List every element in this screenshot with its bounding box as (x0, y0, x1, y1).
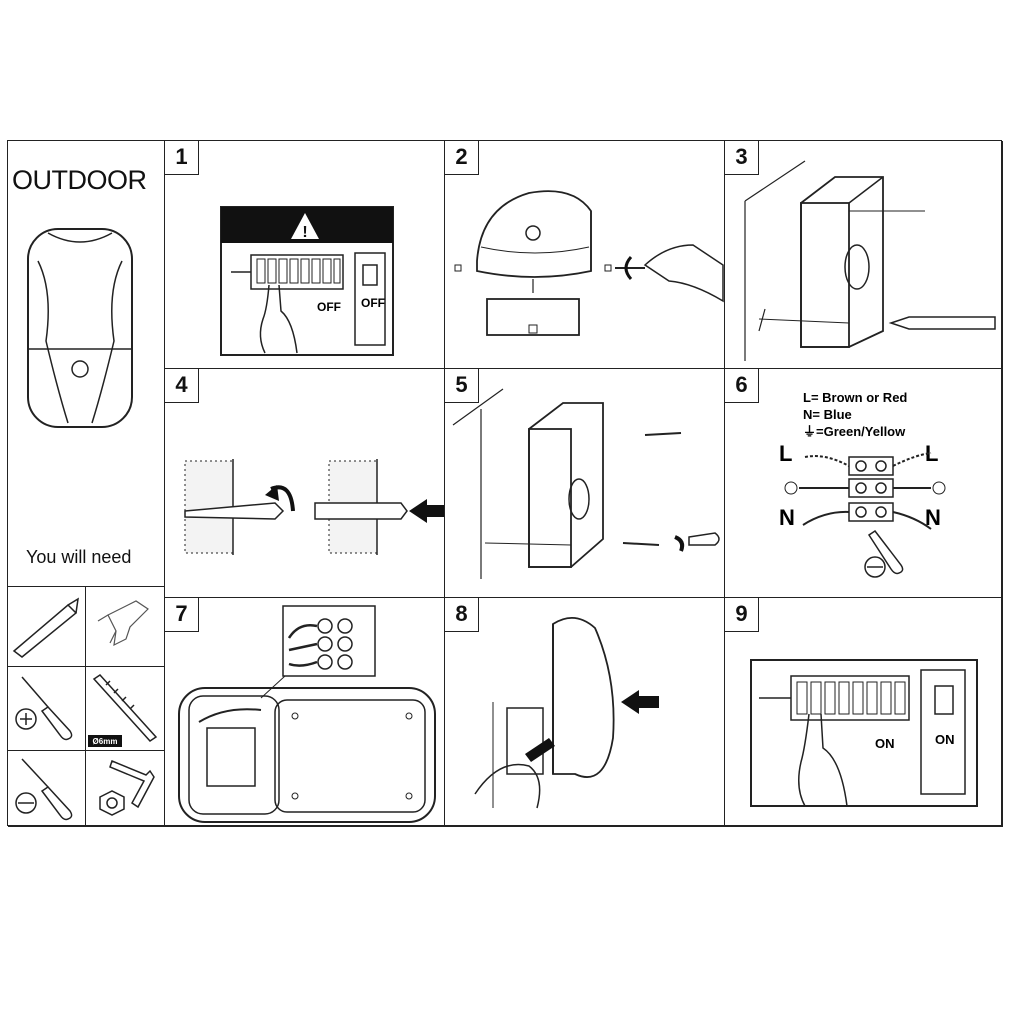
step-number: 5 (445, 369, 479, 403)
pencil-icon (12, 597, 79, 658)
tools-heading: You will need (26, 547, 132, 567)
step-number: 1 (165, 141, 199, 175)
tool-pencil (8, 587, 86, 667)
drill-bit-size: Ø6mm (93, 737, 118, 746)
breaker-state-label: OFF (317, 300, 341, 314)
screwdriver-icon (525, 738, 555, 762)
neutral-label-right: N (925, 505, 941, 530)
fit-cover-illustration (474, 617, 659, 809)
step-number: 3 (725, 141, 759, 175)
flat-screwdriver-icon (15, 758, 73, 821)
legend-earth: ⏚=Green/Yellow (803, 424, 906, 439)
screwdriver-icon (688, 532, 720, 546)
step-2-panel: 2 (445, 141, 725, 369)
breaker-on-illustration: ON ON (750, 659, 978, 807)
live-label-right: L (925, 441, 938, 466)
tool-drill-bit: Ø6mm (86, 667, 165, 751)
fix-base-illustration (452, 388, 720, 579)
mark-holes-illustration (744, 160, 996, 361)
wires (799, 452, 932, 530)
drill-icon (97, 600, 149, 647)
tool-phillips-screwdriver (8, 667, 86, 751)
step-number: 6 (725, 369, 759, 403)
push-arrow-icon (409, 499, 444, 523)
flat-screwdriver-icon (864, 556, 886, 578)
step-number: 8 (445, 598, 479, 632)
drill-bit-icon (92, 674, 158, 742)
neutral-label-left: N (779, 505, 795, 530)
step-4-panel: 4 (165, 369, 445, 598)
drill-holes-illustration (184, 459, 444, 555)
rotate-arrow-icon (624, 255, 633, 281)
step-number: 4 (165, 369, 199, 403)
step-5-panel: 5 (445, 369, 725, 598)
product-panel: OUTDOOR You will need (8, 141, 165, 587)
tool-flat-screwdriver (8, 751, 86, 827)
step-9-panel: 9 ON ON (725, 598, 1003, 827)
live-label-left: L (779, 441, 792, 466)
tool-hex-key (86, 751, 165, 827)
rotate-arrow-icon (674, 535, 685, 552)
step-number: 7 (165, 598, 199, 632)
step-number: 2 (445, 141, 479, 175)
step-7-panel: 7 (165, 598, 445, 827)
pencil-icon (888, 316, 996, 330)
legend-neutral: N= Blue (803, 407, 852, 422)
remove-cover-illustration (454, 190, 724, 336)
legend-live: L= Brown or Red (803, 390, 907, 405)
step-3-panel: 3 (725, 141, 1003, 369)
push-arrow-icon (621, 690, 659, 714)
lamp-front-illustration (27, 228, 133, 428)
instruction-sheet: OUTDOOR You will need (7, 140, 1003, 827)
earth-icon-left (784, 481, 798, 495)
svg-text:!: ! (302, 224, 307, 241)
warning-icon (291, 213, 319, 239)
wiring-diagram: L= Brown or Red N= Blue ⏚=Green/Yellow L… (779, 390, 946, 578)
connect-wires-illustration (178, 605, 436, 823)
terminal-blocks (848, 456, 894, 522)
page-title: OUTDOOR (12, 165, 147, 195)
step-8-panel: 8 (445, 598, 725, 827)
earth-icon-right (932, 481, 946, 495)
step-number: 9 (725, 598, 759, 632)
phillips-screwdriver-icon (15, 676, 73, 741)
step-6-panel: 6 L= Brown or Red N= Blue ⏚=Green/Yellow… (725, 369, 1003, 598)
step-1-panel: 1 ! OFF OFF (165, 141, 445, 369)
breaker-off-illustration: ! OFF OFF (220, 206, 394, 356)
tool-drill (86, 587, 165, 667)
switch-state-label: OFF (361, 296, 385, 310)
switch-state-label: ON (935, 732, 955, 747)
breaker-state-label: ON (875, 736, 895, 751)
hex-key-icon (99, 760, 155, 816)
wall-plug (314, 502, 408, 520)
